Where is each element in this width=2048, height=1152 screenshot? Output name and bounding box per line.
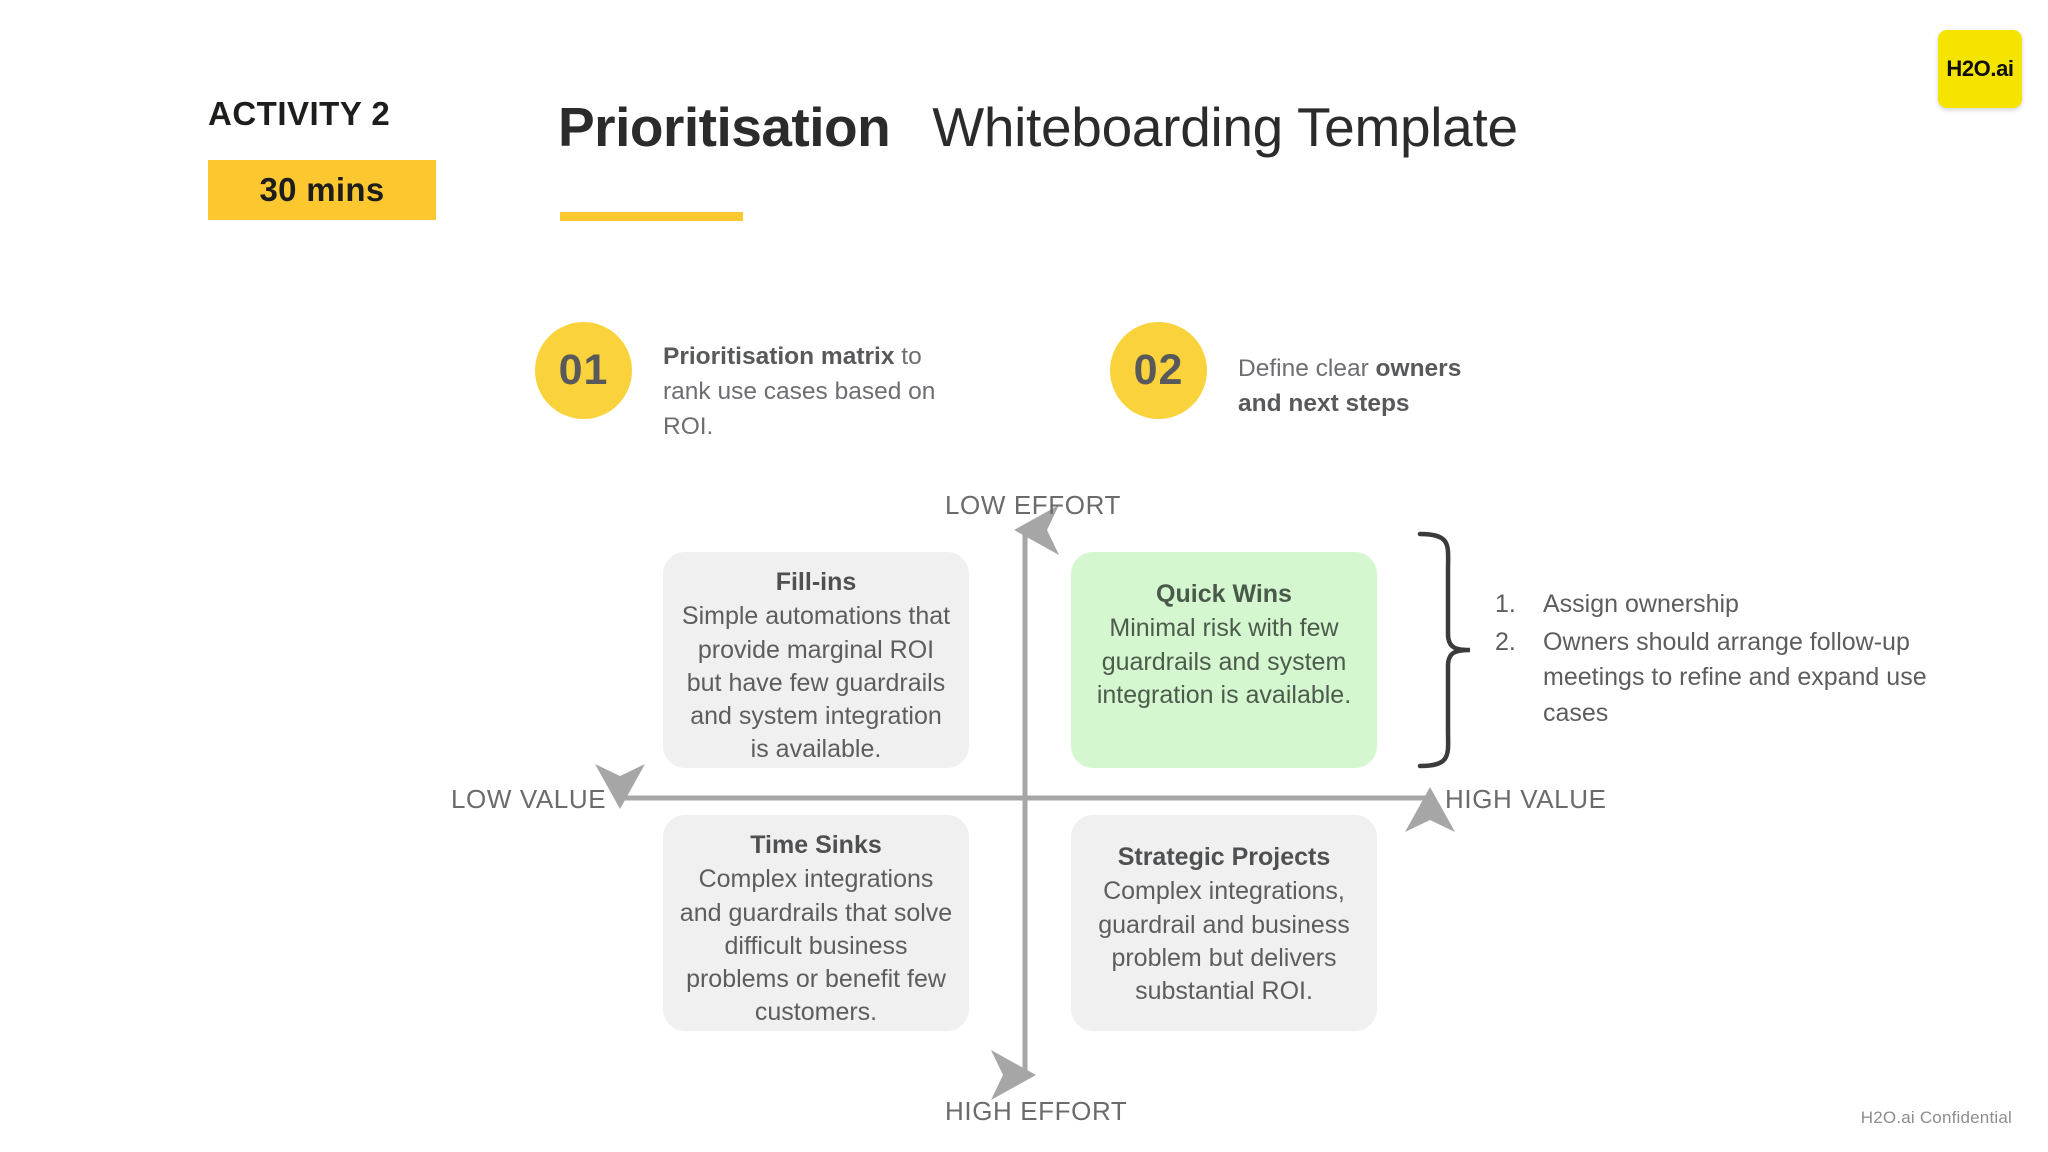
axis-label-high-value: HIGH VALUE <box>1445 784 1607 814</box>
duration-badge-label: 30 mins <box>259 171 385 208</box>
page-title-bold: Prioritisation <box>558 96 891 158</box>
quadrant-card-fill-ins[interactable]: Fill-ins Simple automations that provide… <box>663 552 969 768</box>
h2o-logo-text: H2O.ai <box>1946 56 2014 81</box>
step-description: Define clear owners and next steps <box>1238 322 1503 422</box>
quadrant-title: Quick Wins <box>1156 580 1292 608</box>
h2o-logo: H2O.ai <box>1938 30 2022 108</box>
quadrant-title: Time Sinks <box>750 831 882 859</box>
page-title: Prioritisation Whiteboarding Template <box>558 95 1518 159</box>
step-description-emphasis: owners and next steps <box>1238 355 1462 417</box>
note-text: Assign ownership <box>1543 590 1739 618</box>
quadrant-body: Simple automations that provide marginal… <box>681 602 951 764</box>
next-steps-notes: 1. Assign ownership 2. Owners should arr… <box>1495 587 1975 733</box>
note-text: Owners should arrange follow-up meetings… <box>1543 627 1927 727</box>
activity-label: ACTIVITY 2 <box>208 95 391 132</box>
axis-label-high-effort: HIGH EFFORT <box>945 1096 1128 1126</box>
step-description: Prioritisation matrix to rank use cases … <box>663 322 963 444</box>
note-item: 2. Owners should arrange follow-up meeti… <box>1495 625 1975 732</box>
quadrant-body: Complex integrations, guardrail and busi… <box>1098 877 1350 1005</box>
step-description-rest: to rank use cases based on ROI. <box>663 343 936 440</box>
step-number-circle: 02 <box>1110 322 1207 419</box>
axis-label-low-effort: LOW EFFORT <box>945 490 1121 520</box>
duration-badge: 30 mins <box>208 160 436 220</box>
quadrant-body: Complex integrations and guardrails that… <box>679 865 953 1027</box>
axis-label-low-value: LOW VALUE <box>451 784 607 814</box>
title-underline <box>560 212 743 221</box>
curly-brace-icon <box>1417 531 1471 769</box>
step-description-emphasis: Prioritisation matrix <box>663 343 895 370</box>
quadrant-title: Strategic Projects <box>1117 843 1331 871</box>
page-title-light: Whiteboarding Template <box>932 96 1518 158</box>
quadrant-title: Fill-ins <box>775 568 857 596</box>
quadrant-card-strategic-projects[interactable]: Strategic Projects Complex integrations,… <box>1071 815 1377 1031</box>
step-item-01: 01 Prioritisation matrix to rank use cas… <box>535 322 963 444</box>
step-number-label: 02 <box>1133 346 1184 394</box>
quadrant-card-time-sinks[interactable]: Time Sinks Complex integrations and guar… <box>663 815 969 1031</box>
confidential-footer: H2O.ai Confidential <box>1860 1108 2012 1127</box>
quadrant-body: Minimal risk with few guardrails and sys… <box>1096 614 1352 709</box>
note-item: 1. Assign ownership <box>1495 587 1975 623</box>
step-number-circle: 01 <box>535 322 632 419</box>
step-item-02: 02 Define clear owners and next steps <box>1110 322 1503 422</box>
note-number: 1. <box>1495 590 1516 618</box>
step-number-label: 01 <box>558 346 609 394</box>
quadrant-card-quick-wins[interactable]: Quick Wins Minimal risk with few guardra… <box>1071 552 1377 768</box>
note-number: 2. <box>1495 627 1516 656</box>
step-description-lead: Define clear <box>1238 355 1376 382</box>
